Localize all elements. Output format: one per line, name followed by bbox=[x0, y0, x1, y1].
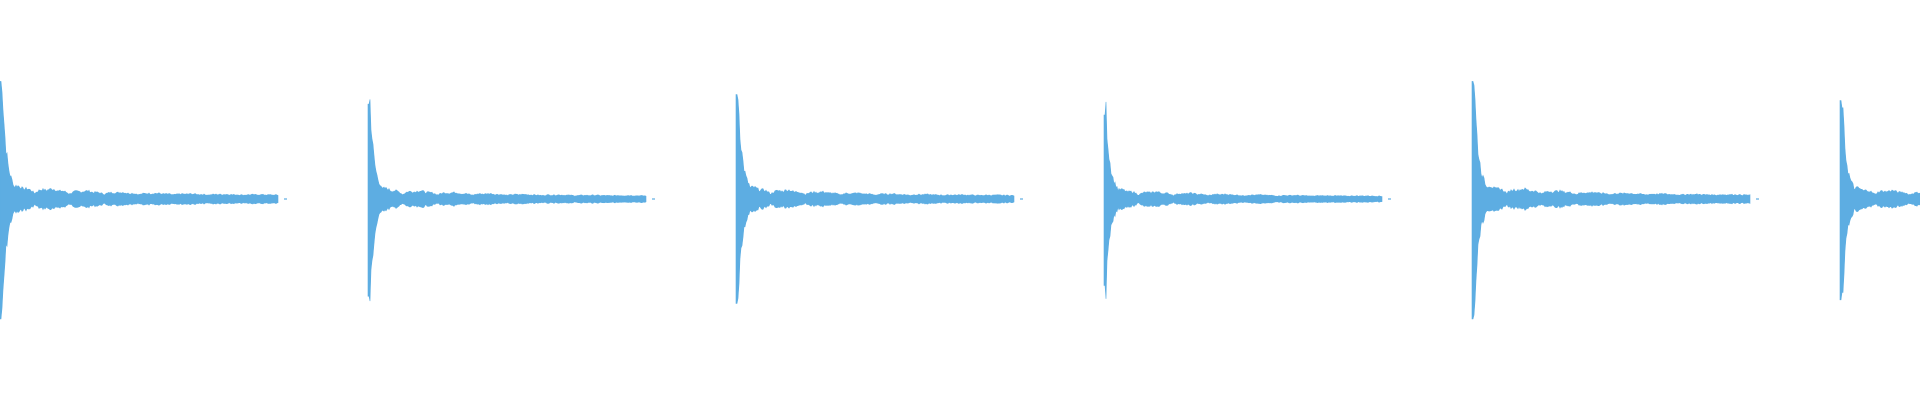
waveform-tail-dot-2 bbox=[652, 198, 655, 200]
waveform-pulse-3 bbox=[735, 94, 1015, 304]
waveform-pulse-6 bbox=[1839, 100, 1920, 301]
waveform-pulse-4 bbox=[1103, 101, 1383, 299]
waveform-pulse-2 bbox=[367, 99, 647, 302]
waveform-pulse-1 bbox=[0, 81, 279, 320]
waveform-pulse-5 bbox=[1471, 81, 1751, 320]
waveform-tail-dot-1 bbox=[284, 198, 287, 200]
waveform-tail-dot-3 bbox=[1020, 198, 1023, 200]
waveform-tail-dot-5 bbox=[1756, 198, 1759, 200]
waveform-tail-dot-4 bbox=[1388, 198, 1391, 200]
